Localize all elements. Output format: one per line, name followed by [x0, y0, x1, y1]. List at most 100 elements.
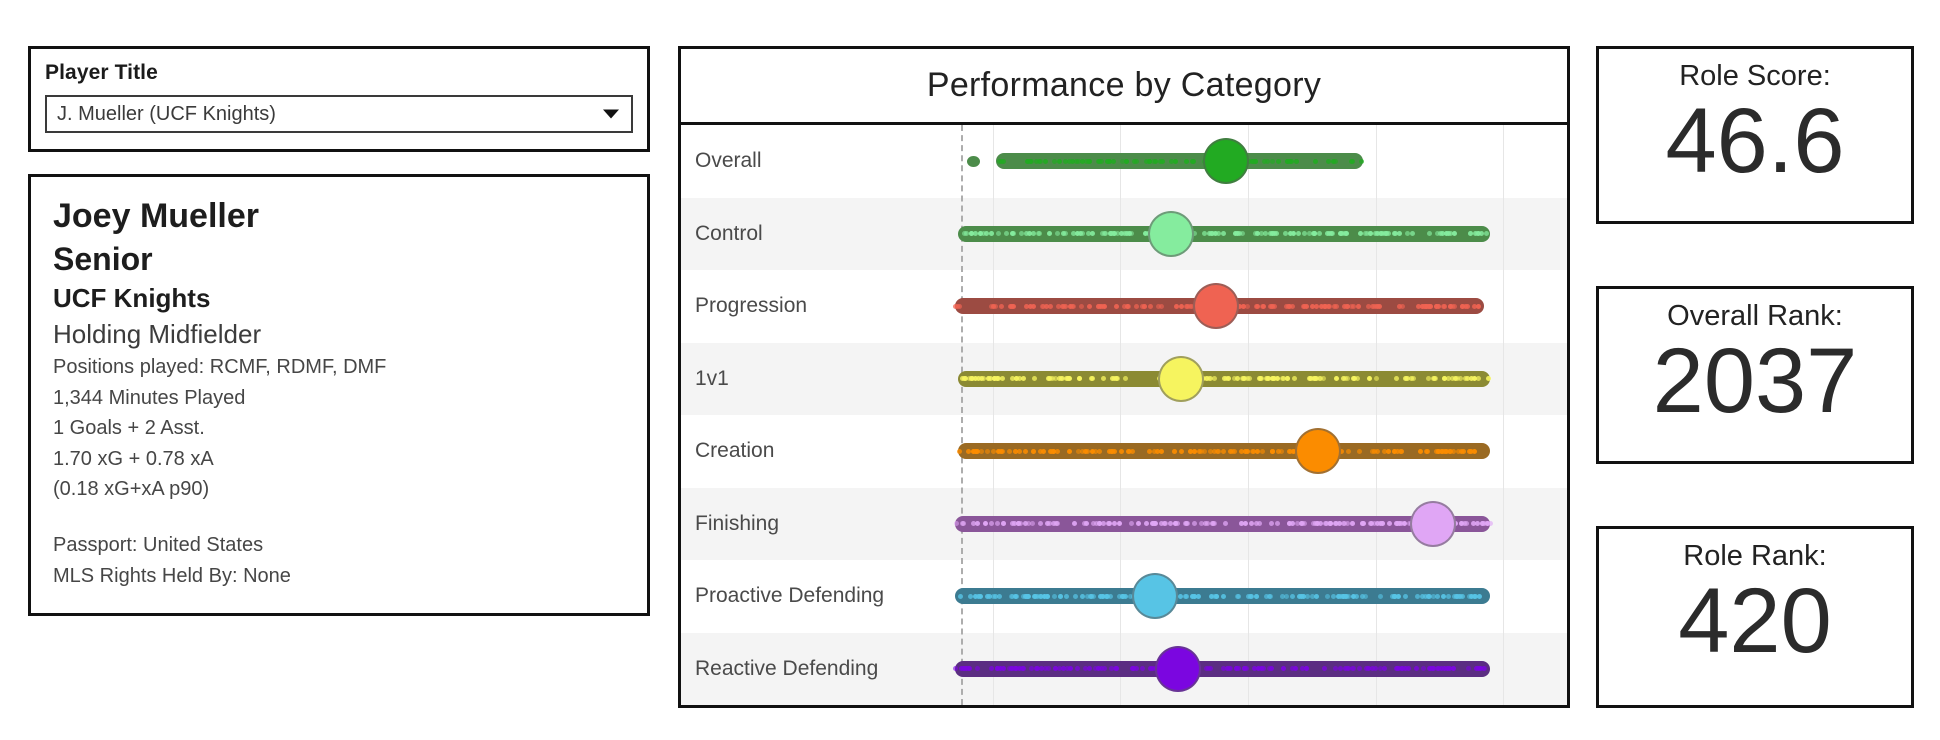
data-point — [1148, 303, 1154, 309]
chart-row[interactable]: 1v1 — [681, 342, 1567, 415]
data-point — [1135, 521, 1141, 527]
data-point — [1445, 593, 1451, 599]
data-point — [1304, 303, 1310, 309]
data-point — [1469, 376, 1474, 382]
data-point — [1362, 231, 1368, 237]
data-point — [1293, 158, 1299, 164]
data-point — [1280, 376, 1286, 382]
player-marker[interactable] — [1203, 138, 1250, 185]
data-point — [1249, 448, 1255, 454]
data-point — [1238, 521, 1244, 527]
data-point — [1028, 666, 1034, 672]
data-point — [984, 593, 990, 599]
data-point — [1426, 593, 1432, 599]
distribution-dots — [929, 588, 1567, 604]
chart-strip — [929, 560, 1567, 633]
data-point — [1101, 521, 1107, 527]
player-marker[interactable] — [1158, 355, 1204, 402]
data-point — [1349, 158, 1355, 164]
data-point — [1089, 231, 1095, 237]
player-marker[interactable] — [1410, 500, 1457, 547]
data-point — [1070, 158, 1076, 164]
data-point — [1215, 231, 1221, 237]
data-point — [1114, 303, 1120, 309]
data-point — [1435, 666, 1441, 672]
data-point — [1240, 231, 1246, 237]
chevron-down-icon[interactable] — [603, 109, 619, 119]
data-point — [1254, 448, 1260, 454]
data-point — [1317, 231, 1322, 237]
data-point — [1477, 593, 1483, 599]
chart-row[interactable]: Finishing — [681, 487, 1567, 560]
data-point — [1128, 521, 1134, 527]
data-point — [1048, 303, 1054, 309]
data-point — [1339, 448, 1345, 454]
player-marker[interactable] — [1132, 573, 1179, 620]
data-point — [1377, 593, 1383, 599]
data-point — [1063, 376, 1069, 382]
chart-row[interactable]: Overall — [681, 125, 1567, 198]
data-point — [1074, 231, 1080, 237]
data-point — [988, 666, 994, 672]
data-point — [1267, 303, 1273, 309]
stat-value: 2037 — [1652, 329, 1858, 432]
data-point — [1430, 376, 1436, 382]
chart-row[interactable]: Progression — [681, 270, 1567, 343]
data-point — [1341, 303, 1347, 309]
data-point — [1314, 376, 1320, 382]
data-point — [1098, 666, 1104, 672]
data-point — [1021, 376, 1027, 382]
chart-row[interactable]: Control — [681, 197, 1567, 270]
data-point — [1057, 593, 1063, 599]
player-select[interactable]: J. Mueller (UCF Knights) — [45, 95, 633, 133]
data-point — [1063, 158, 1069, 164]
data-point — [1085, 448, 1091, 454]
data-point — [1087, 666, 1093, 672]
data-point — [1016, 666, 1022, 672]
data-point — [1266, 593, 1272, 599]
data-point — [1052, 376, 1058, 382]
data-point — [1215, 448, 1221, 454]
data-point — [1155, 303, 1161, 309]
data-point — [1026, 231, 1032, 237]
data-point — [1318, 303, 1324, 309]
data-point — [1448, 448, 1454, 454]
data-point — [1038, 593, 1044, 599]
data-point — [1325, 593, 1331, 599]
data-point — [1337, 521, 1343, 527]
data-point — [1051, 158, 1057, 164]
player-marker[interactable] — [1148, 210, 1195, 257]
data-point — [1226, 666, 1232, 672]
chart-row[interactable]: Creation — [681, 415, 1567, 488]
data-point — [1396, 303, 1402, 309]
chart-row[interactable]: Proactive Defending — [681, 560, 1567, 633]
data-point — [1061, 666, 1067, 672]
data-point — [1287, 303, 1293, 309]
data-point — [1475, 303, 1481, 309]
data-point — [1108, 666, 1114, 672]
data-point — [1261, 303, 1267, 309]
data-point — [1281, 666, 1287, 672]
data-point — [1310, 231, 1316, 237]
data-point — [1092, 448, 1098, 454]
chart-row-label: Reactive Defending — [695, 656, 879, 680]
data-point — [1234, 376, 1240, 382]
data-point — [968, 593, 974, 599]
data-point — [1408, 376, 1414, 382]
chart-row[interactable]: Reactive Defending — [681, 632, 1567, 705]
player-marker[interactable] — [1193, 283, 1240, 330]
data-point — [997, 593, 1003, 599]
data-point — [1126, 303, 1132, 309]
chart-title-bar: Performance by Category — [681, 49, 1567, 125]
data-point — [1451, 593, 1457, 599]
data-point — [1262, 231, 1268, 237]
data-point — [1210, 521, 1216, 527]
data-point — [1320, 376, 1326, 382]
data-point — [1472, 593, 1478, 599]
data-point — [1147, 666, 1153, 672]
data-point — [1479, 521, 1485, 527]
data-point — [1397, 231, 1403, 237]
chart-row-label: Control — [695, 221, 763, 245]
player-marker[interactable] — [1154, 645, 1201, 692]
player-marker[interactable] — [1295, 428, 1342, 475]
